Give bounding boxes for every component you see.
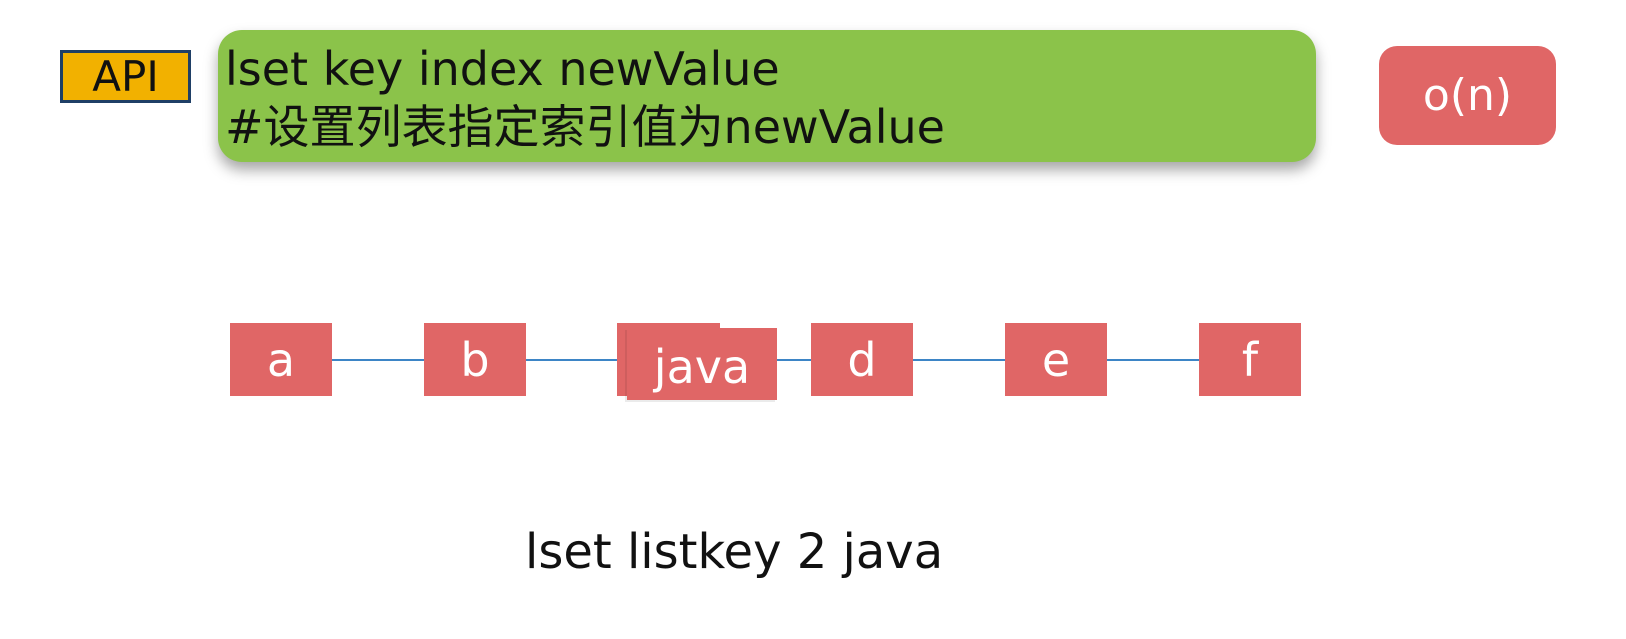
- complexity-label: o(n): [1422, 70, 1513, 121]
- link-line: [777, 359, 811, 361]
- list-node-label: f: [1241, 332, 1259, 387]
- list-node-5: f: [1199, 323, 1301, 396]
- list-node-label: e: [1041, 332, 1071, 387]
- api-tag: API: [60, 50, 191, 103]
- link-line: [1107, 359, 1199, 361]
- list-node-label: java: [653, 340, 751, 394]
- command-description: #设置列表指定索引值为newValue: [225, 100, 945, 154]
- list-node-1: b: [424, 323, 526, 396]
- list-node-label: d: [847, 332, 877, 387]
- command-box: lset key index newValue #设置列表指定索引值为newVa…: [218, 30, 1316, 162]
- list-node-4: e: [1005, 323, 1107, 396]
- link-line: [526, 359, 618, 361]
- link-line: [913, 359, 1005, 361]
- link-line: [332, 359, 424, 361]
- list-node-3: d: [811, 323, 913, 396]
- list-node-0: a: [230, 323, 332, 396]
- example-command: lset listkey 2 java: [525, 524, 944, 580]
- list-node-label: a: [266, 332, 296, 387]
- list-node-label: b: [460, 332, 490, 387]
- command-syntax: lset key index newValue: [225, 42, 780, 96]
- api-tag-label: API: [92, 51, 159, 101]
- list-node-2: java: [627, 328, 777, 400]
- complexity-badge: o(n): [1379, 46, 1556, 145]
